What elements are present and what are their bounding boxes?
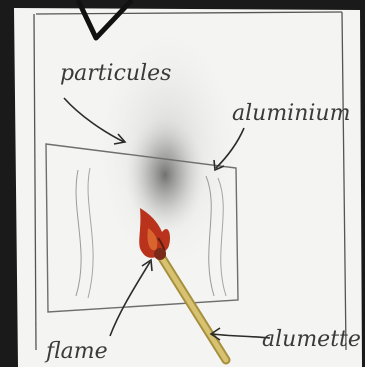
match-head xyxy=(154,248,166,260)
soot-stain xyxy=(125,115,205,235)
label-match: alumette xyxy=(262,327,361,352)
label-particles: particules xyxy=(60,61,171,86)
label-flame: flame xyxy=(44,339,108,364)
label-aluminium: aluminium xyxy=(232,101,350,126)
